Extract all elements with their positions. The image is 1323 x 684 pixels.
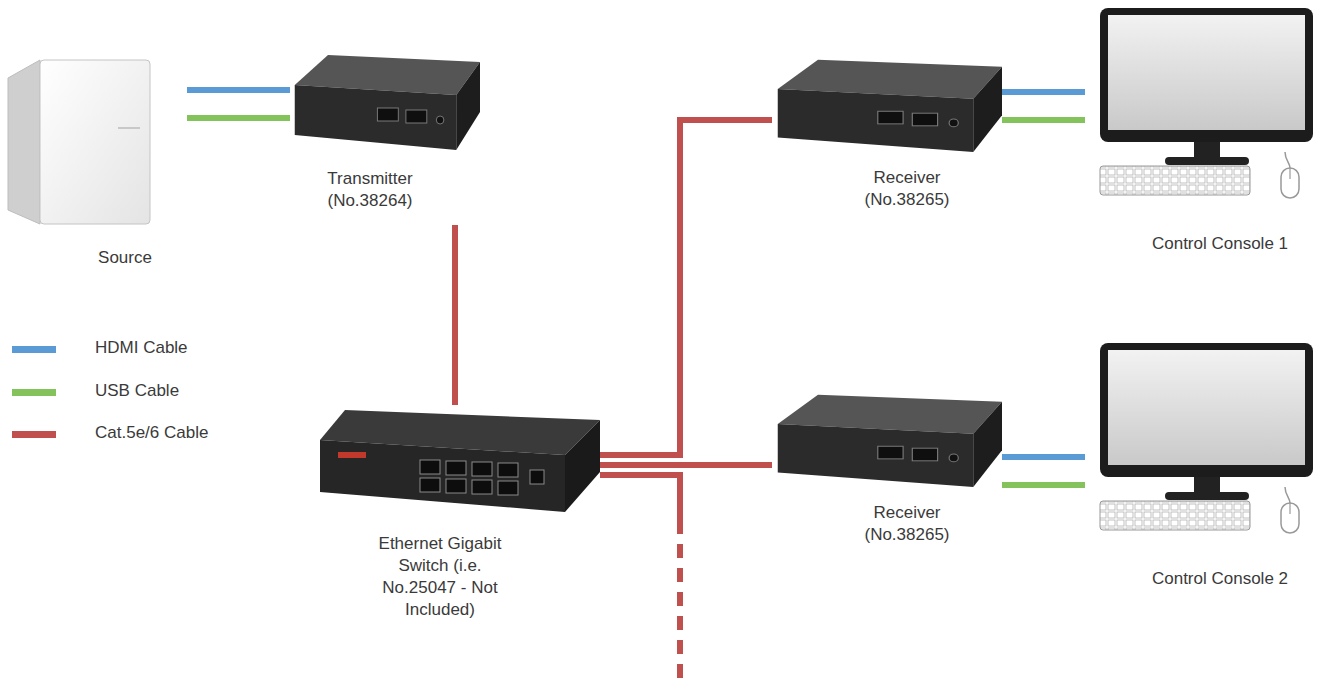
device-label: Transmitter (No.38264) bbox=[310, 168, 430, 212]
control-console bbox=[1100, 8, 1313, 198]
label-group: Receiver (No.38265) bbox=[852, 502, 962, 546]
cable-connector bbox=[187, 87, 290, 93]
legend-swatch bbox=[12, 389, 56, 396]
cable-connector bbox=[600, 462, 772, 468]
label-group: Transmitter (No.38264) bbox=[310, 168, 430, 212]
source-computer bbox=[8, 60, 150, 224]
label-group: Source bbox=[65, 247, 185, 269]
cable-connector bbox=[1002, 454, 1085, 460]
cable-connector bbox=[452, 225, 458, 405]
network-cable-continuation bbox=[600, 475, 680, 520]
label-group: Receiver (No.38265) bbox=[852, 167, 962, 211]
switch-node: Ethernet Gigabit Switch (i.e. No.25047 -… bbox=[315, 405, 600, 626]
legend-label: HDMI Cable bbox=[95, 337, 188, 359]
cable-connector bbox=[1002, 89, 1085, 95]
control-console bbox=[1100, 343, 1313, 533]
cable-connector bbox=[187, 115, 290, 121]
legend-label: Cat.5e/6 Cable bbox=[95, 422, 208, 444]
legend-swatch bbox=[12, 431, 56, 438]
receiver-device bbox=[778, 60, 1002, 152]
console-node: Control Console 2 bbox=[1085, 340, 1315, 595]
label-group: Control Console 1 bbox=[1135, 233, 1305, 255]
cable-connector bbox=[600, 120, 772, 455]
network-cable-continuation bbox=[677, 520, 683, 684]
transmitter-device bbox=[295, 55, 480, 150]
device-label: Receiver (No.38265) bbox=[852, 167, 962, 211]
device-label: Source bbox=[65, 247, 185, 269]
cable-connector bbox=[1002, 482, 1085, 488]
transmitter-node: Transmitter (No.38264) bbox=[290, 50, 480, 225]
label-group: Control Console 2 bbox=[1135, 568, 1305, 590]
legend-label: USB Cable bbox=[95, 380, 179, 402]
receiver-device bbox=[778, 395, 1002, 487]
device-label: Ethernet Gigabit Switch (i.e. No.25047 -… bbox=[370, 533, 510, 621]
legend-swatch bbox=[12, 346, 56, 353]
label-group: Ethernet Gigabit Switch (i.e. No.25047 -… bbox=[370, 533, 510, 621]
receiver-node: Receiver (No.38265) bbox=[772, 55, 1002, 216]
switch-device bbox=[320, 410, 600, 512]
console-node: Control Console 1 bbox=[1085, 5, 1315, 260]
device-label: Control Console 2 bbox=[1135, 568, 1305, 590]
source-node: Source bbox=[5, 55, 187, 280]
device-label: Receiver (No.38265) bbox=[852, 502, 962, 546]
device-label: Control Console 1 bbox=[1135, 233, 1305, 255]
receiver-node: Receiver (No.38265) bbox=[772, 390, 1002, 551]
cable-connector bbox=[1002, 117, 1085, 123]
